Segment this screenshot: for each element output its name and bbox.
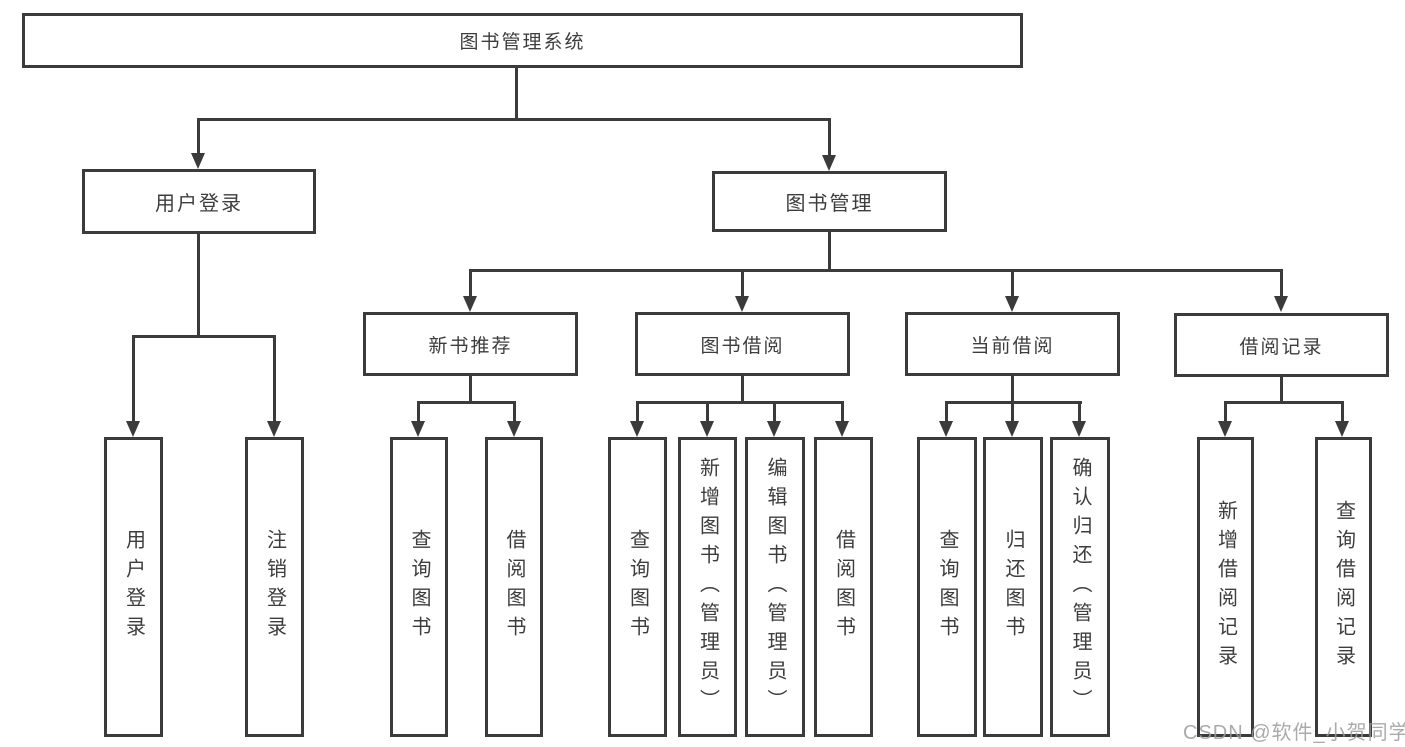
arrow-to-bb-leaf3 <box>767 421 781 437</box>
connector-stub-bb-leaf4 <box>841 401 844 421</box>
arrow-to-cb-leaf3 <box>1072 421 1086 437</box>
leaf-bb-borrow-book-label: 借阅图书 <box>832 529 855 645</box>
node-book-borrow: 图书借阅 <box>635 312 850 376</box>
connector-borrow-down <box>741 376 744 403</box>
leaf-cb-return-book-label: 归还图书 <box>1002 529 1024 645</box>
leaf-cb-confirm-return-admin: 确认归还（管理员） <box>1050 437 1110 737</box>
arrow-to-rc-leaf1 <box>1218 421 1232 437</box>
leaf-nb-query-book: 查询图书 <box>390 437 448 737</box>
node-current-borrow-label: 当前借阅 <box>970 335 1055 357</box>
connector-stub-current <box>1011 269 1014 296</box>
leaf-bb-edit-book-admin-label: 编辑图书（管理员） <box>764 456 786 718</box>
arrow-to-nb-leaf2 <box>507 421 521 437</box>
node-book-mgmt-label: 图书管理 <box>785 193 874 215</box>
leaf-bb-query-book-label: 查询图书 <box>626 529 649 645</box>
arrow-to-user-login <box>191 153 205 169</box>
leaf-bb-add-book-admin: 新增图书（管理员） <box>678 437 737 737</box>
connector-newbook-down <box>469 376 472 403</box>
node-new-book-recommend: 新书推荐 <box>363 312 578 376</box>
node-borrow-records: 借阅记录 <box>1174 313 1389 377</box>
arrow-to-records <box>1274 296 1288 312</box>
connector-stub-book-mgmt <box>828 118 831 155</box>
connector-stub-login-leaf <box>132 335 135 421</box>
connector-bookmgmt-across <box>469 269 1283 272</box>
leaf-nb-borrow-book-label: 借阅图书 <box>503 529 525 645</box>
arrow-to-bb-leaf1 <box>630 421 644 437</box>
connector-stub-records <box>1280 269 1283 296</box>
leaf-nb-query-book-label: 查询图书 <box>408 529 430 645</box>
connector-stub-bb-leaf1 <box>636 401 639 421</box>
node-user-login-label: 用户登录 <box>155 193 243 215</box>
arrow-to-borrow <box>735 296 749 312</box>
connector-borrow-across <box>636 401 844 404</box>
leaf-nb-borrow-book: 借阅图书 <box>485 437 543 737</box>
connector-stub-cb-leaf1 <box>945 401 948 421</box>
connector-stub-rc-leaf2 <box>1341 401 1344 421</box>
arrow-to-nb-leaf1 <box>411 421 425 437</box>
leaf-cb-query-book: 查询图书 <box>917 437 977 737</box>
leaf-bb-add-book-admin-label: 新增图书（管理员） <box>696 456 719 718</box>
connector-root-down <box>515 68 518 118</box>
arrow-to-rc-leaf2 <box>1335 421 1349 437</box>
leaf-user-login: 用户登录 <box>104 437 163 737</box>
leaf-rc-query-record-label: 查询借阅记录 <box>1332 500 1355 674</box>
connector-records-down <box>1280 377 1283 403</box>
leaf-logout: 注销登录 <box>245 437 304 737</box>
connector-stub-bb-leaf2 <box>706 401 709 421</box>
arrow-to-login-leaf <box>126 421 140 437</box>
connector-newbook-across <box>417 401 516 404</box>
arrow-to-bb-leaf2 <box>700 421 714 437</box>
leaf-bb-edit-book-admin: 编辑图书（管理员） <box>745 437 805 737</box>
connector-current-down <box>1011 376 1014 403</box>
leaf-cb-query-book-label: 查询图书 <box>936 529 958 645</box>
leaf-cb-confirm-return-admin-label: 确认归还（管理员） <box>1069 456 1091 718</box>
connector-stub-cb-leaf2 <box>1011 401 1014 421</box>
leaf-bb-query-book: 查询图书 <box>608 437 667 737</box>
arrow-to-bb-leaf4 <box>835 421 849 437</box>
connector-records-across <box>1224 401 1344 404</box>
arrow-to-newbook <box>463 296 477 312</box>
node-current-borrow: 当前借阅 <box>905 312 1120 376</box>
arrow-to-logout-leaf <box>267 421 281 437</box>
leaf-user-login-label: 用户登录 <box>122 529 145 645</box>
csdn-watermark: CSDN @软件_小贺同学 <box>1183 722 1405 744</box>
connector-stub-borrow <box>741 269 744 296</box>
arrow-to-current <box>1005 296 1019 312</box>
leaf-rc-add-record-label: 新增借阅记录 <box>1214 500 1237 674</box>
arrow-to-cb-leaf2 <box>1005 421 1019 437</box>
node-new-book-recommend-label: 新书推荐 <box>428 335 513 357</box>
node-user-login: 用户登录 <box>82 169 316 234</box>
connector-stub-bb-leaf3 <box>773 401 776 421</box>
node-book-mgmt: 图书管理 <box>712 171 947 232</box>
arrow-to-book-mgmt <box>822 155 836 171</box>
connector-stub-nb-leaf2 <box>513 401 516 421</box>
connector-root-across <box>197 118 831 121</box>
node-borrow-records-label: 借阅记录 <box>1239 336 1324 358</box>
connector-stub-logout-leaf <box>273 335 276 421</box>
arrow-to-cb-leaf1 <box>939 421 953 437</box>
leaf-rc-query-record: 查询借阅记录 <box>1315 437 1372 737</box>
connector-stub-user-login <box>197 118 200 154</box>
connector-userlogin-across <box>132 335 276 338</box>
leaf-logout-label: 注销登录 <box>263 529 286 645</box>
connector-stub-cb-leaf3 <box>1078 401 1081 421</box>
leaf-rc-add-record: 新增借阅记录 <box>1197 437 1254 737</box>
node-book-borrow-label: 图书借阅 <box>700 335 785 357</box>
node-root: 图书管理系统 <box>22 13 1023 68</box>
leaf-bb-borrow-book: 借阅图书 <box>814 437 873 737</box>
node-root-label: 图书管理系统 <box>459 32 586 53</box>
connector-bookmgmt-down <box>828 232 831 270</box>
connector-stub-newbook <box>469 269 472 296</box>
connector-stub-rc-leaf1 <box>1224 401 1227 421</box>
connector-stub-nb-leaf1 <box>417 401 420 421</box>
leaf-cb-return-book: 归还图书 <box>983 437 1043 737</box>
connector-userlogin-down <box>197 234 200 337</box>
